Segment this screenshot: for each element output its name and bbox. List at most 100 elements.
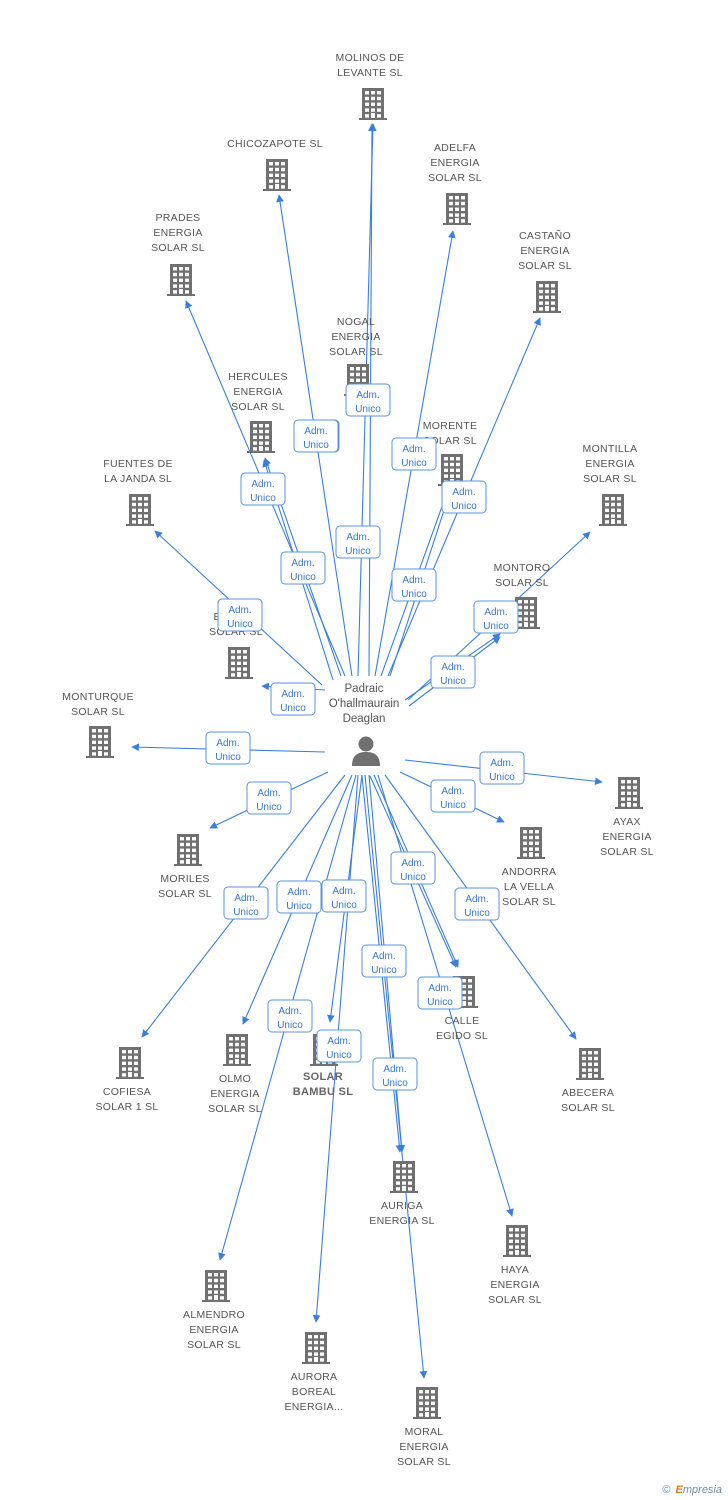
edge-label-box[interactable]: Adm.Unico — [267, 999, 313, 1033]
edge-label-box[interactable]: Adm. Unico — [361, 944, 407, 978]
company-node-chicozapote[interactable]: CHICOZAPOTE SL — [227, 138, 323, 150]
company-name-line: SOLAR SL — [488, 1294, 542, 1306]
company-name-line: HERCULES — [228, 371, 288, 383]
edge-label-type: Unico — [331, 900, 357, 911]
edge-label-box[interactable]: Adm.Unico — [479, 751, 525, 785]
edge-label-box[interactable]: Adm.Unico — [335, 525, 381, 559]
edge-label-box[interactable]: Adm.Unico — [345, 383, 391, 417]
building-icon — [443, 193, 471, 225]
edge-label-role: Adm. — [251, 479, 274, 490]
company-name-line: SOLAR SL — [600, 846, 654, 858]
edge-label-role: Adm. — [484, 607, 507, 618]
company-name-line: SOLAR SL — [583, 473, 637, 485]
edge-label-box[interactable]: Adm.Unico — [372, 1057, 418, 1091]
edge-label-type: Unico — [371, 965, 397, 976]
building-icon — [247, 421, 275, 453]
edge-label-box[interactable]: Adm.Unico — [276, 880, 322, 914]
company-name-line: MOLINOS DE — [336, 52, 405, 64]
edge-label-box[interactable]: Adm.Unico — [454, 887, 500, 921]
edge-label-box[interactable]: Adm.Unico — [293, 419, 339, 453]
edge-label-box[interactable]: Adm. Unico — [390, 851, 436, 885]
edge-label-box[interactable]: Adm. Unico — [473, 600, 519, 634]
building-icon — [174, 834, 202, 866]
edge-label-box[interactable]: Adm.Unico — [240, 472, 286, 506]
edge-label-type: Unico — [483, 621, 509, 632]
edge-label-type: Unico — [382, 1078, 408, 1089]
edge-label-box[interactable]: Adm.Unico — [217, 598, 263, 632]
company-name-line: CASTAÑO — [519, 229, 571, 242]
copyright-symbol: © — [662, 1484, 671, 1496]
edge-label-box[interactable]: Adm.Unico — [391, 568, 437, 602]
edge-label-box[interactable]: Adm. Unico — [321, 879, 367, 913]
edge-label-type: Unico — [233, 907, 259, 918]
company-name-line: SOLAR SL — [71, 706, 125, 718]
company-name-line: SOLAR SL — [208, 1103, 262, 1115]
company-name-line: ANDORRA — [502, 866, 557, 878]
edge-label-box[interactable]: Adm.Unico — [246, 781, 292, 815]
edge-label-type: Unico — [400, 872, 426, 883]
company-name-line: CALLE — [445, 1015, 480, 1027]
company-node-aurora[interactable]: AURORABOREALENERGIA... — [284, 1371, 343, 1413]
edge-label-box[interactable]: Adm.Unico — [223, 886, 269, 920]
edge-label-box[interactable]: Adm.Unico — [391, 437, 437, 471]
edge-label-box[interactable]: Adm.Unico — [316, 1029, 362, 1063]
edge-label-box[interactable]: Adm.Unico — [441, 480, 487, 514]
edge-label-role: Adm. — [346, 532, 369, 543]
center-name-line-2: O'hallmaurain — [329, 698, 400, 710]
edge-label-role: Adm. — [372, 951, 395, 962]
building-icon — [517, 827, 545, 859]
building-icon — [263, 159, 291, 191]
edge-label-type: Unico — [256, 802, 282, 813]
building-icon — [86, 726, 114, 758]
edge-label-box[interactable]: Adm.Unico — [205, 731, 251, 765]
company-name-line: MORAL — [405, 1426, 444, 1438]
building-icon — [126, 494, 154, 526]
edge-label-role: Adm. — [281, 689, 304, 700]
company-name-line: ENERGIA — [490, 1279, 539, 1291]
company-name-line: PRADES — [156, 212, 201, 224]
edge-label-role: Adm. — [332, 886, 355, 897]
edge-label-role: Adm. — [401, 858, 424, 869]
company-name-line: OLMO — [219, 1073, 251, 1085]
company-name-line: SOLAR SL — [231, 401, 285, 413]
company-name-line: MONTILLA — [583, 443, 638, 455]
building-icon — [615, 777, 643, 809]
edge-label-type: Unico — [464, 908, 490, 919]
edge-label-box[interactable]: Adm.Unico — [270, 682, 316, 716]
edge-label-role: Adm. — [428, 983, 451, 994]
edge-label-type: Unico — [215, 752, 241, 763]
edge-label-role: Adm. — [402, 575, 425, 586]
footer-brand[interactable]: © Empresia — [662, 1484, 722, 1496]
building-icon — [503, 1225, 531, 1257]
edge-label-box[interactable]: Adm.Unico — [430, 779, 476, 813]
edge-label-box[interactable]: Adm.Unico — [417, 976, 463, 1010]
center-person[interactable]: Padraic O'hallmaurain Deaglan — [329, 683, 400, 766]
company-name-line: ENERGIA — [520, 245, 569, 257]
building-icon — [202, 1270, 230, 1302]
edge-label-box[interactable]: Adm.Unico — [430, 655, 476, 689]
company-name-line: MORENTE — [423, 420, 478, 432]
edge-label-box[interactable]: Adm.Unico — [280, 551, 326, 585]
